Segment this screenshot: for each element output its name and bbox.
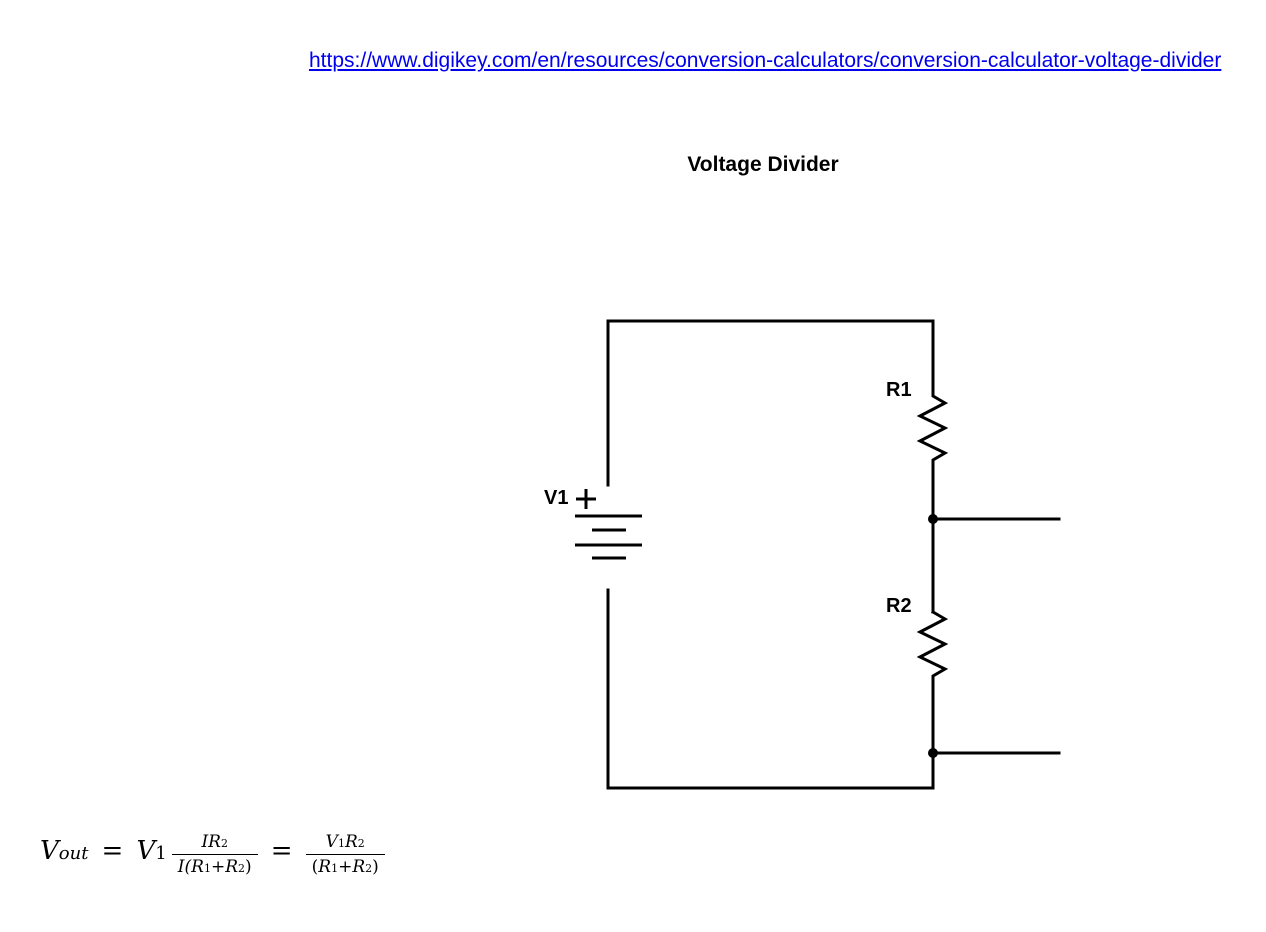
r1-label: R1 (886, 379, 912, 401)
wire-top-left (606, 319, 935, 487)
resistor-r1 (916, 370, 949, 521)
digikey-calculator-link[interactable]: https://www.digikey.com/en/resources/con… (309, 49, 1222, 72)
junction-dot-top (928, 514, 938, 524)
formula-fraction-1: IR2 I(R1+R2) (171, 832, 258, 877)
diagram-title: Voltage Divider (687, 153, 839, 176)
formula-equals-2: = (270, 836, 293, 866)
source-label: V1 (544, 487, 568, 509)
voltage-divider-formula: Vout = V1 IR2 I(R1+R2) = V1R2 (R1+R2) (40, 832, 385, 894)
formula-vout: Vout (40, 836, 89, 866)
formula-v1: V1 (136, 836, 167, 866)
wire-bottom-loop (606, 588, 935, 790)
junction-dot-bottom (928, 748, 938, 758)
resistor-r2 (916, 609, 949, 755)
formula-equals-1: = (101, 836, 124, 866)
formula-fraction-2: V1R2 (R1+R2) (305, 832, 385, 877)
r2-label: R2 (886, 595, 912, 617)
